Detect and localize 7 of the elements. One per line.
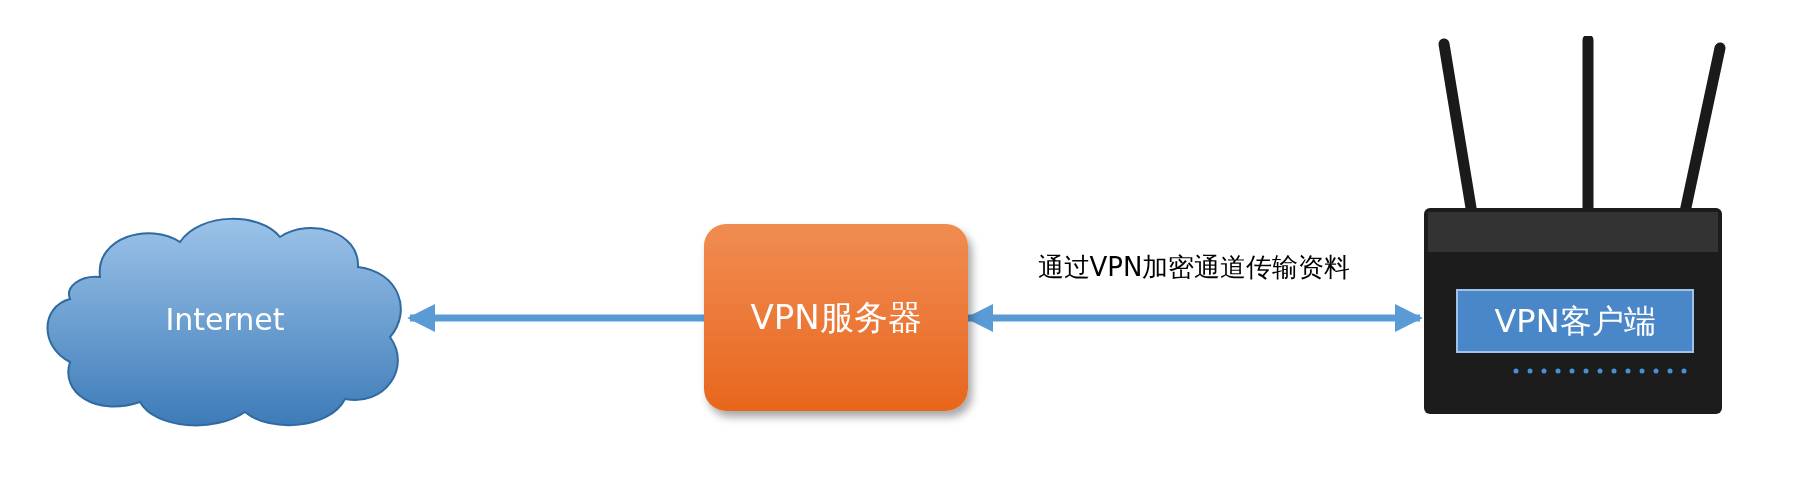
client-label-box: [1456, 289, 1694, 353]
node-label: VPN服务器: [750, 296, 922, 339]
arrow: [407, 304, 704, 332]
node-label: Internet: [165, 301, 285, 337]
server-box: [704, 224, 968, 411]
edge-label: 通过VPN加密通道传输资料: [1036, 251, 1352, 284]
node-label: VPN客户端: [1494, 301, 1656, 342]
